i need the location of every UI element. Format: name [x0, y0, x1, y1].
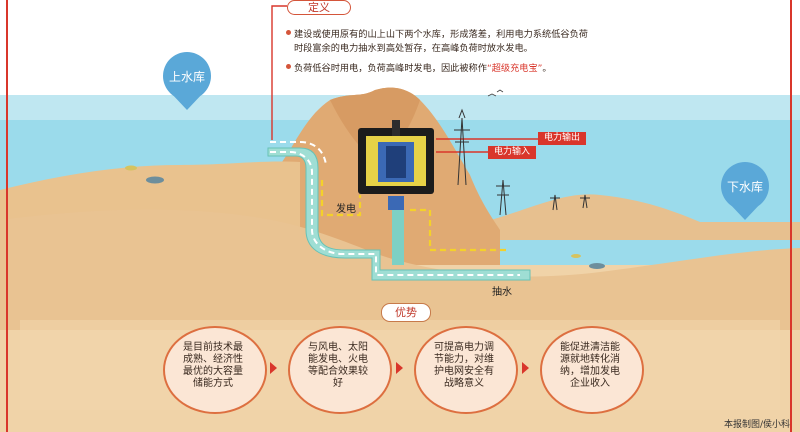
water-pipe — [267, 147, 531, 281]
power-input-tag: 电力输入 — [488, 146, 537, 159]
advantage-text-2: 与风电、太阳能发电、火电等配合效果较好 — [308, 342, 368, 389]
bullet-icon — [286, 64, 291, 69]
transmission-tower-3 — [550, 194, 590, 211]
generating-label: 发电 — [336, 204, 356, 215]
pumping-label: 抽水 — [492, 287, 512, 298]
distant-hills — [470, 194, 800, 240]
chevron-right-icon — [270, 362, 277, 374]
definition-line-1: 建设或使用原有的山上山下两个水库，形成落差，利用电力系统低谷负荷 — [294, 29, 588, 40]
advantage-text-4: 能促进清洁能源就地转化消纳，增加发电企业收入 — [560, 342, 620, 389]
chevron-right-icon — [396, 362, 403, 374]
advantage-circle-2 — [288, 326, 392, 414]
definition-line-3-prefix: 负荷低谷时用电，负荷高峰时发电，因此被称作 — [294, 63, 487, 74]
definition-tag: 定义 — [287, 0, 351, 15]
definition-line-3: 负荷低谷时用电，负荷高峰时发电，因此被称作“超级充电宝”。 — [294, 60, 552, 74]
upper-reservoir-pin — [163, 52, 211, 110]
advantage-text-1: 是目前技术最成熟、经济性最优的大容量储能方式 — [183, 342, 243, 389]
advantage-circle-4 — [540, 326, 644, 414]
fish — [146, 176, 164, 184]
power-output-tag: 电力输出 — [538, 132, 587, 145]
credit: 本报制图/侯小科 — [723, 420, 790, 430]
birds — [487, 89, 504, 97]
upper-reservoir-label: 上水库 — [168, 70, 205, 84]
advantages-tag: 优势 — [381, 303, 431, 322]
lower-reservoir-label: 下水库 — [726, 180, 763, 194]
transmission-tower-1 — [454, 108, 470, 186]
definition-line-3-suffix: 。 — [542, 63, 552, 74]
bullet-icon — [286, 30, 291, 35]
lower-reservoir-pin — [721, 162, 769, 220]
chevron-right-icon — [522, 362, 529, 374]
transmission-tower-2 — [496, 179, 510, 216]
advantage-circle-1 — [163, 326, 267, 414]
advantage-text-3: 可提高电力调节能力，对维护电网安全有战略意义 — [434, 342, 494, 389]
advantage-circle-3 — [414, 326, 518, 414]
definition-line-3-highlight: “超级充电宝” — [486, 63, 543, 74]
definition-line-2: 时段富余的电力抽水到高处暂存，在高峰负荷时放水发电。 — [294, 43, 533, 54]
